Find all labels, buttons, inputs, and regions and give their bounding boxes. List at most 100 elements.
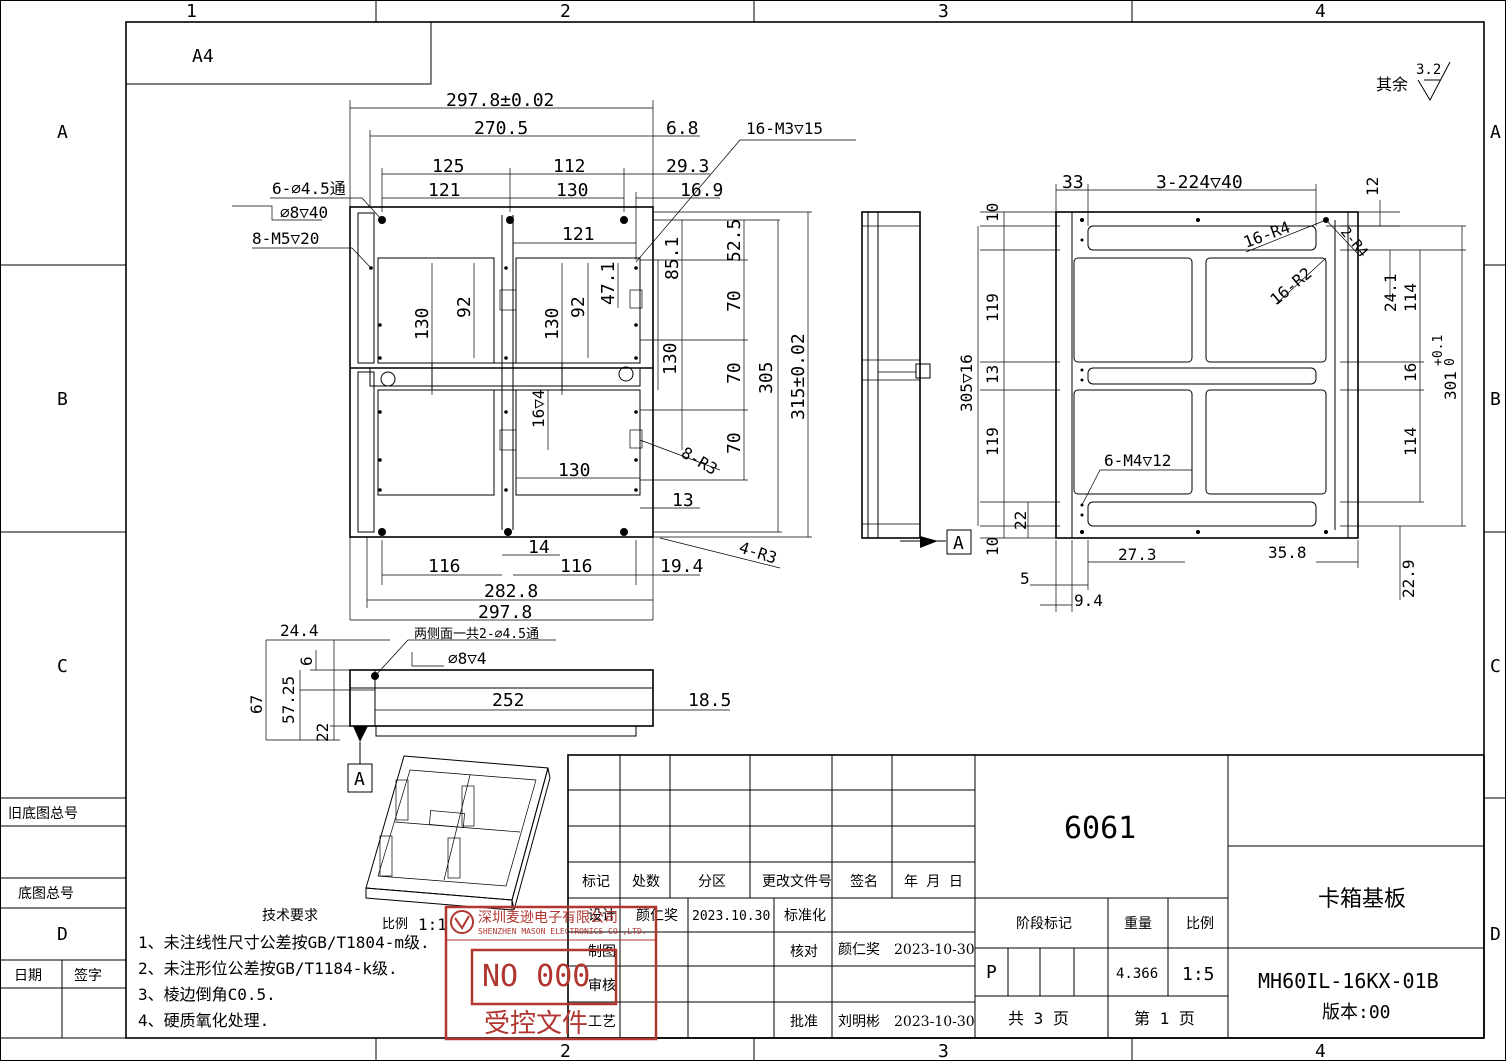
tb-check-date: 2023-10-30 xyxy=(894,942,975,958)
dim-282-8: 282.8 xyxy=(484,581,538,602)
tb-review: 审核 xyxy=(588,978,616,994)
dim-19-4: 19.4 xyxy=(660,556,703,577)
dim-114b: 114 xyxy=(1401,427,1420,456)
dim-252: 252 xyxy=(492,690,525,711)
tb-scale-label: 比例 xyxy=(1186,916,1214,932)
dim-12: 12 xyxy=(1363,177,1382,196)
dim-6-8: 6.8 xyxy=(666,118,699,139)
side-view xyxy=(861,211,972,555)
dim-119b: 119 xyxy=(983,427,1002,456)
row-label-c: C xyxy=(57,656,68,677)
stamp-controlled: 受控文件 xyxy=(484,1009,588,1039)
dim-85-1: 85.1 xyxy=(662,237,683,280)
left-sign: 签字 xyxy=(74,967,102,984)
tb-design-label: 设计 xyxy=(588,908,616,924)
dim-70c: 70 xyxy=(724,432,745,454)
note-8-r3: 8-R3 xyxy=(678,443,721,479)
row-label-b: B xyxy=(57,389,68,410)
note-2-r4: 2-R4 xyxy=(1337,224,1371,260)
tech-scale-value: 1:1 xyxy=(418,915,447,934)
dim-70b: 70 xyxy=(724,362,745,384)
dim-13-right: 13 xyxy=(983,365,1002,384)
left-date: 日期 xyxy=(14,968,42,984)
dim-24-4: 24.4 xyxy=(280,621,319,640)
tb-header-date: 年 月 日 xyxy=(904,874,963,890)
sheet-size: A4 xyxy=(192,46,214,67)
dim-9-4: 9.4 xyxy=(1074,591,1103,610)
dim-92b: 92 xyxy=(568,296,589,318)
roughness-value: 3.2 xyxy=(1416,62,1441,78)
tb-draw: 制图 xyxy=(588,944,616,960)
dim-121a: 121 xyxy=(428,180,461,201)
row-label-b-right: B xyxy=(1490,389,1501,410)
dim-10b: 10 xyxy=(983,537,1002,556)
tech-req-3: 3、棱边倒角C0.5. xyxy=(138,985,276,1004)
tb-standard: 标准化 xyxy=(784,908,826,924)
tb-stage-value: P xyxy=(986,962,997,983)
tech-req-title: 技术要求 xyxy=(262,908,318,924)
dim-70a: 70 xyxy=(724,290,745,312)
bottom-datum-a: A xyxy=(354,769,365,790)
dim-57-25: 57.25 xyxy=(279,676,298,724)
dim-24-1: 24.1 xyxy=(1381,273,1400,312)
stamp-company: 深圳麦逊电子有限公司 xyxy=(478,910,618,926)
col-label-3: 3 xyxy=(938,1,949,22)
dim-92a: 92 xyxy=(454,296,475,318)
dim-130v1: 130 xyxy=(412,307,433,340)
dim-305: 305 xyxy=(756,361,777,394)
tb-header-change-doc: 更改文件号 xyxy=(762,874,832,890)
dim-125: 125 xyxy=(432,156,465,177)
dim-27-3: 27.3 xyxy=(1118,545,1157,564)
dim-301: 301 xyxy=(1441,371,1460,400)
row-label-d: D xyxy=(57,924,68,945)
tb-design-date: 2023.10.30 xyxy=(692,909,770,924)
tb-scale: 1:5 xyxy=(1182,964,1215,985)
dim-16-right: 16 xyxy=(1401,363,1420,382)
tb-weight-label: 重量 xyxy=(1124,916,1152,932)
note-8-m5: 8-M5▽20 xyxy=(252,229,319,248)
dim-119a: 119 xyxy=(983,293,1002,322)
dim-52-5: 52.5 xyxy=(724,219,745,262)
dim-16-depth-4: 16▽4 xyxy=(529,389,548,428)
dim-22-bottom: 22 xyxy=(313,723,332,742)
tb-part-name: 卡箱基板 xyxy=(1318,887,1406,912)
tech-req-2: 2、未注形位公差按GB/T1184-k级. xyxy=(138,959,398,978)
note-16-m3: 16-M3▽15 xyxy=(746,119,823,138)
dim-297-8-tol: 297.8±0.02 xyxy=(446,90,554,111)
tb-pages: 共 3 页 xyxy=(1008,1009,1069,1028)
tb-page: 第 1 页 xyxy=(1134,1009,1195,1028)
dim-130v2: 130 xyxy=(542,307,563,340)
isometric-view xyxy=(365,755,551,911)
title-block xyxy=(567,754,1485,1039)
note-16-r2: 16-R2 xyxy=(1266,264,1315,310)
tb-check: 核对 xyxy=(790,944,818,960)
tb-header-signature: 签名 xyxy=(850,873,878,890)
row-label-c-right: C xyxy=(1490,656,1501,677)
roughness-prefix: 其余 xyxy=(1376,75,1408,94)
roughness-symbol: 其余 3.2 xyxy=(1376,61,1451,102)
dim-3-224: 3-224▽40 xyxy=(1156,172,1243,193)
tech-req-4: 4、硬质氧化处理. xyxy=(138,1011,269,1030)
col-label-1: 1 xyxy=(186,1,197,22)
dim-130v3: 130 xyxy=(660,342,681,375)
right-hole-pattern xyxy=(1080,217,1329,534)
row-label-d-right: D xyxy=(1490,924,1501,945)
left-old-drawing-no: 旧底图总号 xyxy=(8,806,78,822)
dim-305-16: 305▽16 xyxy=(957,354,976,412)
dim-116b: 116 xyxy=(560,556,593,577)
tb-approve-date: 2023-10-30 xyxy=(894,1014,975,1030)
dim-29-3: 29.3 xyxy=(666,156,709,177)
dim-13: 13 xyxy=(672,490,694,511)
left-strip xyxy=(0,797,127,1039)
dim-14: 14 xyxy=(528,537,550,558)
dim-301-tol-upper: +0.1 xyxy=(1431,335,1446,366)
side-datum-a: A xyxy=(953,533,964,554)
dim-297-8: 297.8 xyxy=(478,602,532,623)
tb-material: 6061 xyxy=(1064,811,1136,846)
dim-315-tol: 315±0.02 xyxy=(788,333,809,420)
col-label-2-bottom: 2 xyxy=(560,1041,571,1061)
stamp-company-en: SHENZHEN MASON ELECTRONICS CO.,LTD. xyxy=(478,927,647,936)
col-label-3-bottom: 3 xyxy=(938,1041,949,1061)
